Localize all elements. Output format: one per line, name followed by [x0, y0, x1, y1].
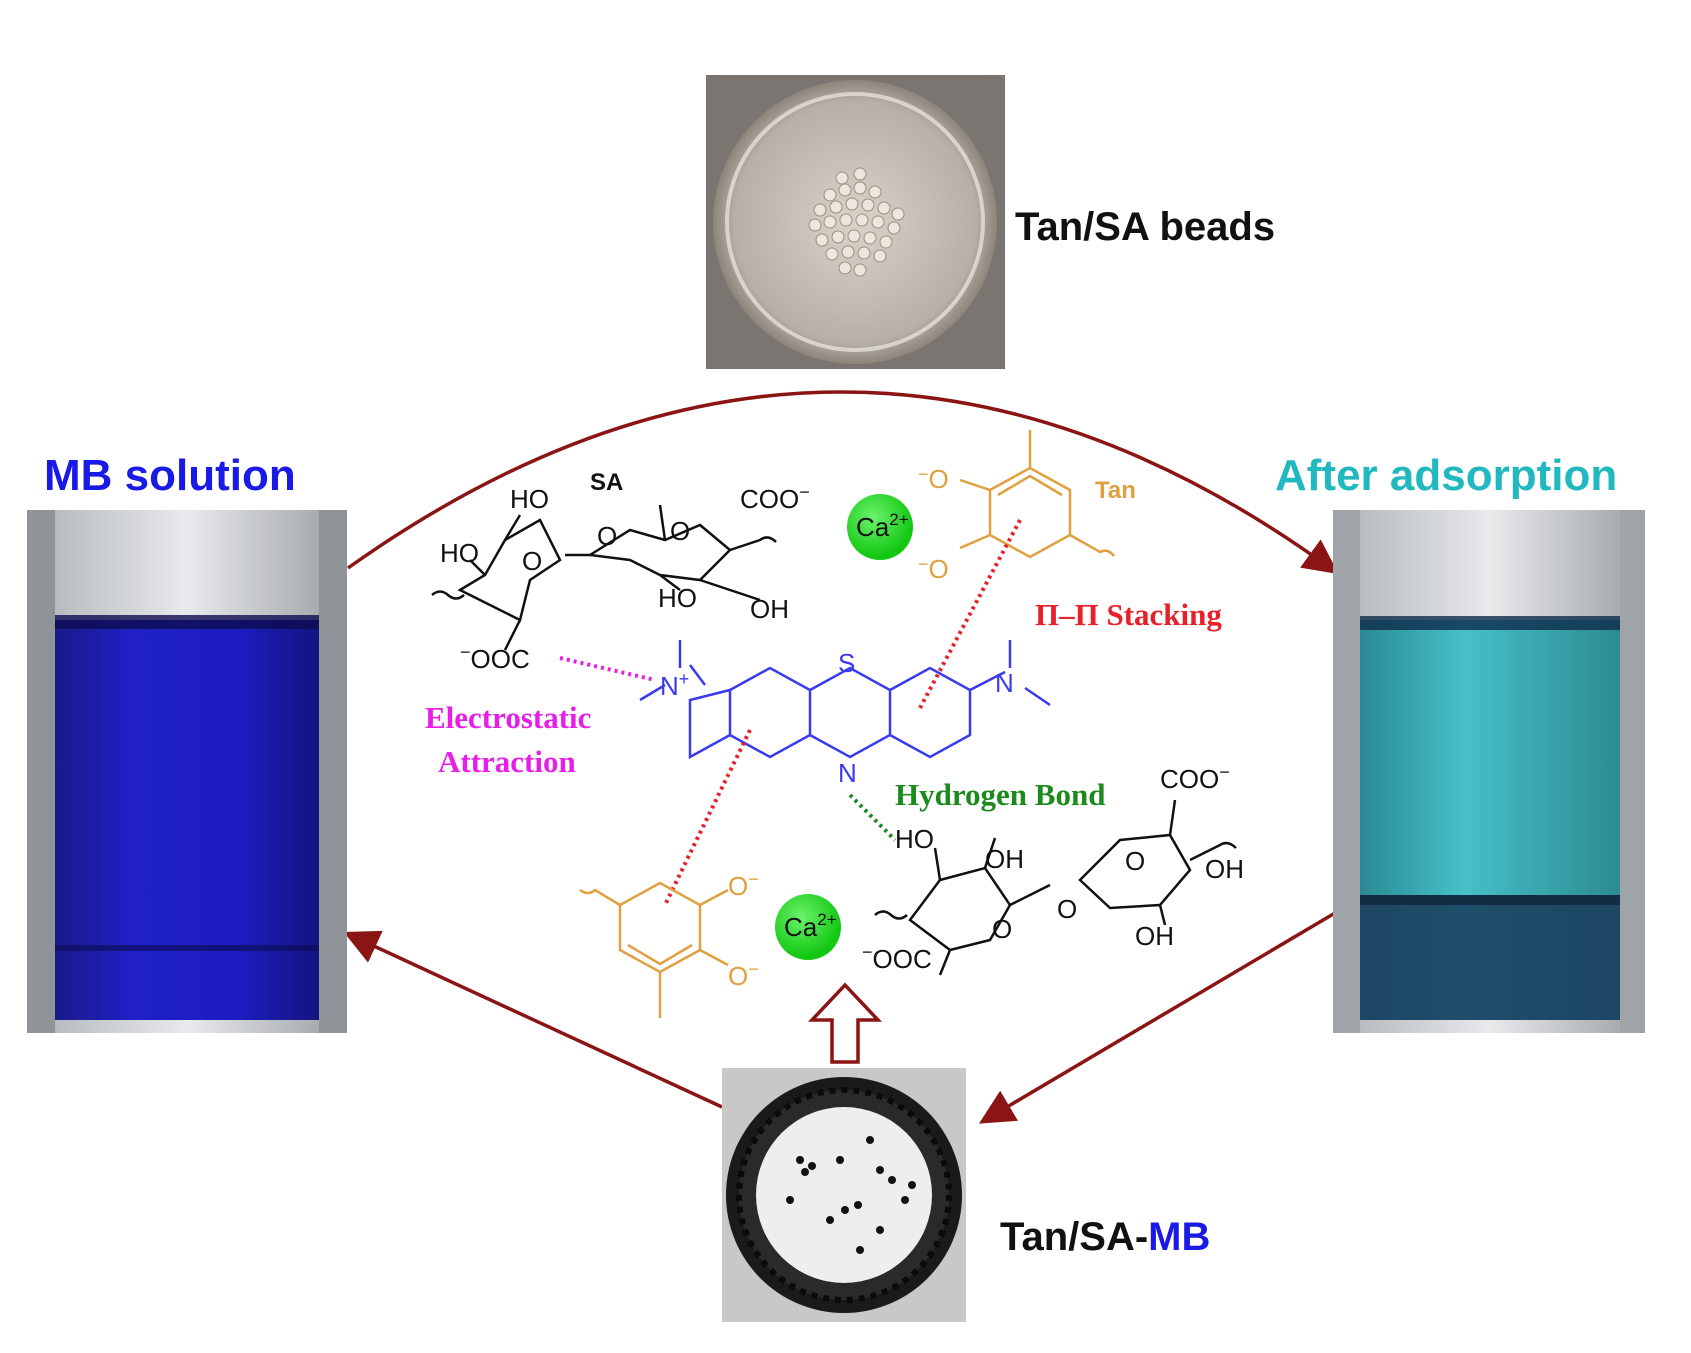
ca-text-bottom: Ca2+ [784, 910, 837, 942]
beads-photo [706, 75, 1005, 369]
tan-structure-bottom [579, 881, 729, 1018]
sa2-o-ring1: O [992, 914, 1012, 944]
sa2-o-link: O [1057, 894, 1077, 924]
sa2-oh-2: OH [1205, 854, 1244, 884]
interaction-lines [559, 519, 1022, 906]
hollow-up-arrow [807, 982, 883, 1064]
tansa-mb-prefix: Tan/SA- [1000, 1215, 1148, 1259]
tan-o-3: O− [728, 869, 759, 901]
tan-o-3-minus: − [748, 869, 759, 889]
tansa-mb-label: Tan/SA-MB [1000, 1215, 1210, 1259]
hydrogen-bond-label: Hydrogen Bond [895, 777, 1105, 812]
sa-oh-1: OH [750, 594, 789, 624]
tan-o-1-symbol: O [929, 464, 949, 494]
arrow-top [346, 390, 1339, 575]
tan-o-2-symbol: O [929, 554, 949, 584]
sa-o-ring1: O [522, 546, 542, 576]
sa-ooc: −OOC [460, 642, 530, 674]
tan-o-1-minus: − [918, 464, 929, 484]
after-adsorption-label: After adsorption [1275, 451, 1617, 500]
tan-structure-top [959, 430, 1115, 559]
sa2-oh-1: OH [985, 844, 1024, 874]
mb-n-right: N [995, 668, 1014, 698]
sa-coo: COO− [740, 482, 810, 514]
methylene-blue-structure [688, 664, 1006, 760]
ca-charge-top: 2+ [889, 510, 908, 529]
sa-ho-2: HO [440, 538, 479, 568]
tan-o-4: O− [728, 959, 759, 991]
sa2-ooc: −OOC [862, 942, 932, 974]
tan-o-4-symbol: O [728, 961, 748, 991]
arrow-right-bottom [978, 911, 1336, 1124]
beads-label: Tan/SA beads [1015, 205, 1275, 249]
cycle-arrows [343, 390, 1339, 1124]
electrostatic-label-1: Electrostatic [425, 700, 591, 735]
electrostatic-label-2: Attraction [438, 744, 576, 779]
sa2-o-ring2: O [1125, 846, 1145, 876]
hydrogen-bond-line [848, 793, 897, 842]
pi-stacking-label: Π–Π Stacking [1035, 597, 1222, 632]
arrow-bottom-left [343, 930, 723, 1109]
sa-ooc-minus: − [460, 642, 471, 662]
tan-label-top: Tan [1095, 477, 1136, 504]
sa2-ooc-minus: − [862, 942, 873, 962]
sa2-coo: COO− [1160, 762, 1230, 794]
tansa-mb-photo [722, 1068, 966, 1322]
mb-vial-photo [27, 510, 347, 1033]
sa-o-ring2: O [670, 516, 690, 546]
tan-o-2-minus: − [918, 554, 929, 574]
pi-stacking-line-bottom [663, 729, 752, 906]
after-adsorption-photo [1333, 510, 1645, 1033]
tan-o-3-symbol: O [728, 871, 748, 901]
sa-structure-bottom [874, 799, 1237, 976]
ca-symbol-bottom: Ca [784, 912, 818, 942]
mb-n-plus-charge: + [679, 669, 690, 689]
ca-text-top: Ca2+ [856, 510, 909, 542]
tan-o-4-minus: − [748, 959, 759, 979]
tan-o-2: −O [918, 554, 949, 584]
sa-ho-1: HO [510, 484, 549, 514]
sa-structure [431, 504, 777, 651]
ca-symbol-top: Ca [856, 512, 890, 542]
mb-loaded-beads [786, 1136, 916, 1254]
mb-n-plus-symbol: N [660, 671, 679, 701]
mb-n-center: N [838, 758, 857, 788]
tansa-mb-suffix: MB [1148, 1215, 1210, 1259]
mb-s: S [838, 648, 855, 678]
sa-o-link: O [597, 521, 617, 551]
sa2-coo-minus: − [1219, 762, 1230, 782]
sa2-ho: HO [895, 824, 934, 854]
mb-n-plus: N+ [660, 669, 689, 701]
ca-charge-bottom: 2+ [817, 910, 836, 929]
calcium-ion-top: Ca2+ [847, 494, 913, 560]
sa-label: SA [590, 469, 623, 496]
dimethyl-groups [639, 640, 1051, 707]
electrostatic-line [559, 656, 656, 682]
sa2-oh-3: OH [1135, 921, 1174, 951]
sa-coo-minus: − [799, 482, 810, 502]
pi-stacking-line-top [918, 519, 1022, 709]
sa-ooc-text: OOC [471, 644, 530, 674]
sa2-ooc-text: OOC [873, 944, 932, 974]
mb-solution-label: MB solution [44, 451, 296, 500]
beads-cluster [808, 167, 905, 277]
sa-ho-3: HO [658, 583, 697, 613]
sa-coo-text: COO [740, 484, 799, 514]
calcium-ion-bottom: Ca2+ [775, 894, 841, 960]
tan-o-1: −O [918, 464, 949, 494]
sa2-coo-text: COO [1160, 764, 1219, 794]
